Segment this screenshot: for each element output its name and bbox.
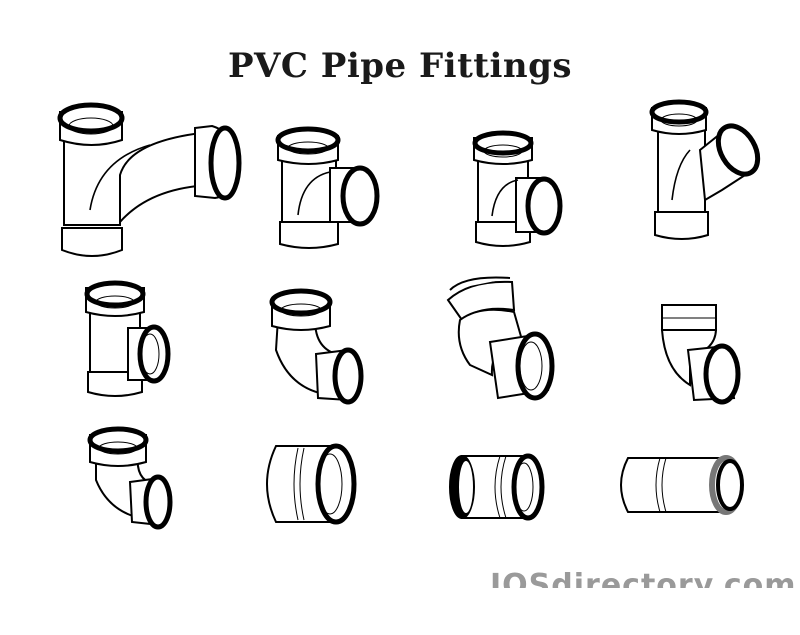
watermark-logo: IQSdirectory.com — [490, 568, 797, 588]
pipe-section-fitting — [620, 455, 744, 515]
coupling-fitting — [266, 443, 357, 525]
street-elbow-small-fitting — [660, 304, 741, 405]
coupling-with-ring-fitting — [449, 453, 545, 521]
elbow-90-short-fitting — [87, 426, 173, 530]
elbow-90-fitting — [269, 288, 364, 405]
street-elbow-fitting — [446, 276, 555, 401]
page-title: PVC Pipe Fittings — [227, 46, 573, 86]
wye-fitting — [649, 99, 761, 240]
tee-fitting — [84, 280, 171, 397]
sanitary-tee-fitting — [275, 126, 380, 249]
long-sweep-elbow-fitting — [57, 102, 242, 257]
sanitary-tee-fitting-2 — [472, 130, 563, 247]
